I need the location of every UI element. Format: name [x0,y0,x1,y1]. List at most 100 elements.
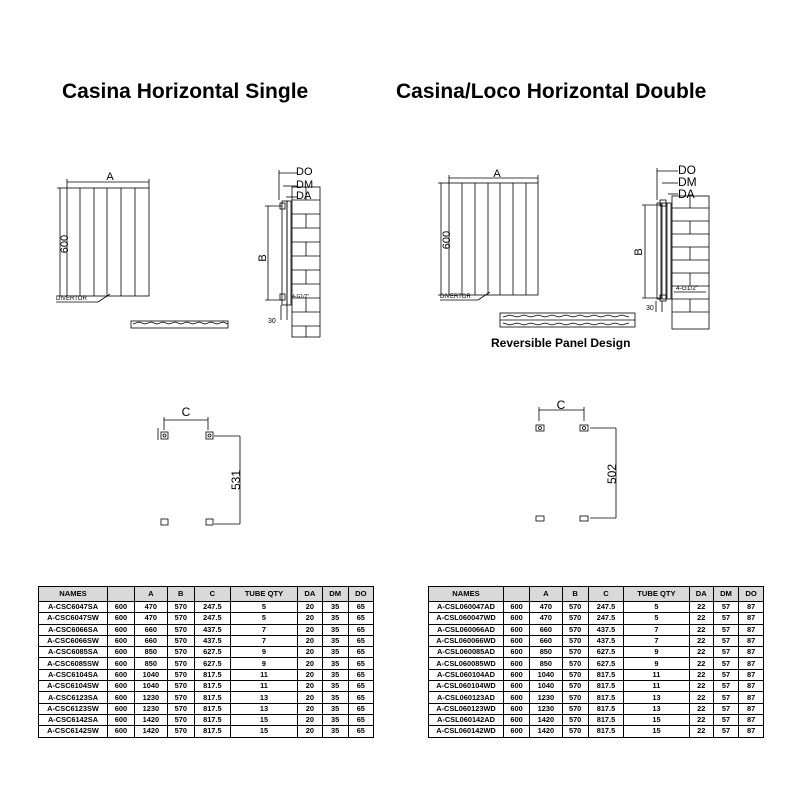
table-cell: 817.5 [587,680,625,693]
left-thread-label: 4-G1/2" [292,294,309,300]
table-cell: 20 [297,702,323,715]
table-cell: 22 [688,600,714,614]
table-cell: 15 [229,725,299,738]
table-cell: 570 [561,623,589,636]
table-cell: 57 [712,634,740,648]
table-cell: 570 [166,612,195,625]
table-cell: 35 [321,623,349,636]
table-cell: 570 [166,668,195,682]
table-cell: 600 [502,646,531,659]
table-cell: 817.5 [193,691,231,704]
table-cell: 247.5 [587,600,625,614]
table-cell: 570 [166,634,195,648]
table-cell: A-CSC6047SW [38,612,108,625]
table-cell: 600 [107,668,135,682]
table-cell: 57 [712,713,740,727]
table-cell: 5 [229,600,299,614]
table-cell: 7 [229,623,299,636]
table-cell: 65 [347,691,375,704]
table-cell: 817.5 [193,725,231,738]
reversible-subtitle: Reversible Panel Design [491,336,631,350]
table-cell: 57 [712,657,740,670]
table-cell: 11 [229,680,299,693]
table-cell: 600 [502,612,531,625]
table-cell: 850 [133,657,168,670]
table-cell: 600 [502,680,531,693]
table-cell: 600 [502,634,531,648]
right-dim-a: A [493,168,501,180]
header-cell: DA [297,586,323,602]
table-cell: 22 [688,657,714,670]
table-cell: 817.5 [193,668,231,682]
table-cell: 22 [688,623,714,636]
left-table-header: NAMES A B C TUBE QTY DA DM DO [38,586,375,602]
table-cell: 35 [321,680,349,693]
table-cell: A-CSC6085SW [38,657,108,670]
table-cell: 1420 [133,725,168,738]
right-table-header: NAMES A B C TUBE QTY DA DM DO [428,586,764,602]
table-cell: 600 [107,600,135,614]
table-cell: 65 [347,612,375,625]
left-dim-b: B [257,254,269,261]
right-divertor-label: DIVERTOR [440,294,471,300]
table-cell: 570 [166,646,195,659]
table-cell: 87 [738,623,764,636]
table-cell: A-CSC6142SW [38,725,108,738]
table-cell: 87 [738,668,764,682]
table-cell: 22 [688,702,714,715]
table-cell: 35 [321,612,349,625]
table-cell: 660 [529,623,563,636]
table-cell: 22 [688,725,714,738]
table-cell: 437.5 [587,623,625,636]
table-cell: 570 [166,713,195,727]
table-cell: 600 [107,702,135,715]
table-cell: 470 [133,600,168,614]
table-cell: 570 [561,702,589,715]
right-dim-30: 30 [646,305,654,312]
table-cell: 600 [502,713,531,727]
table-cell: 87 [738,646,764,659]
right-dim-600: 600 [441,231,453,249]
table-cell: 627.5 [193,646,231,659]
header-cell [502,586,531,602]
table-cell: 87 [738,657,764,670]
table-cell: 600 [502,623,531,636]
left-dim-dm: DM [296,179,313,191]
table-cell: 600 [502,725,531,738]
table-cell: 57 [712,691,740,704]
table-cell: A-CSC6123SA [38,691,108,704]
table-cell: 600 [107,713,135,727]
table-cell: A-CSL060047WD [428,612,504,625]
left-dim-do: DO [296,166,313,178]
table-cell: 570 [561,713,589,727]
table-cell: A-CSL060123AD [428,691,504,704]
table-cell: 600 [107,680,135,693]
table-cell: 470 [529,600,563,614]
right-dim-do: DO [678,163,696,177]
table-cell: 65 [347,702,375,715]
table-cell: 20 [297,668,323,682]
table-cell: 87 [738,634,764,648]
table-cell: A-CSC6047SA [38,600,108,614]
table-cell: 437.5 [587,634,625,648]
table-cell: 87 [738,691,764,704]
table-cell: 817.5 [587,713,625,727]
table-cell: A-CSC6142SA [38,713,108,727]
table-cell: 22 [688,612,714,625]
table-cell: 817.5 [193,680,231,693]
table-cell: 20 [297,646,323,659]
table-cell: 15 [623,713,690,727]
table-cell: 1040 [133,680,168,693]
table-cell: 600 [502,668,531,682]
